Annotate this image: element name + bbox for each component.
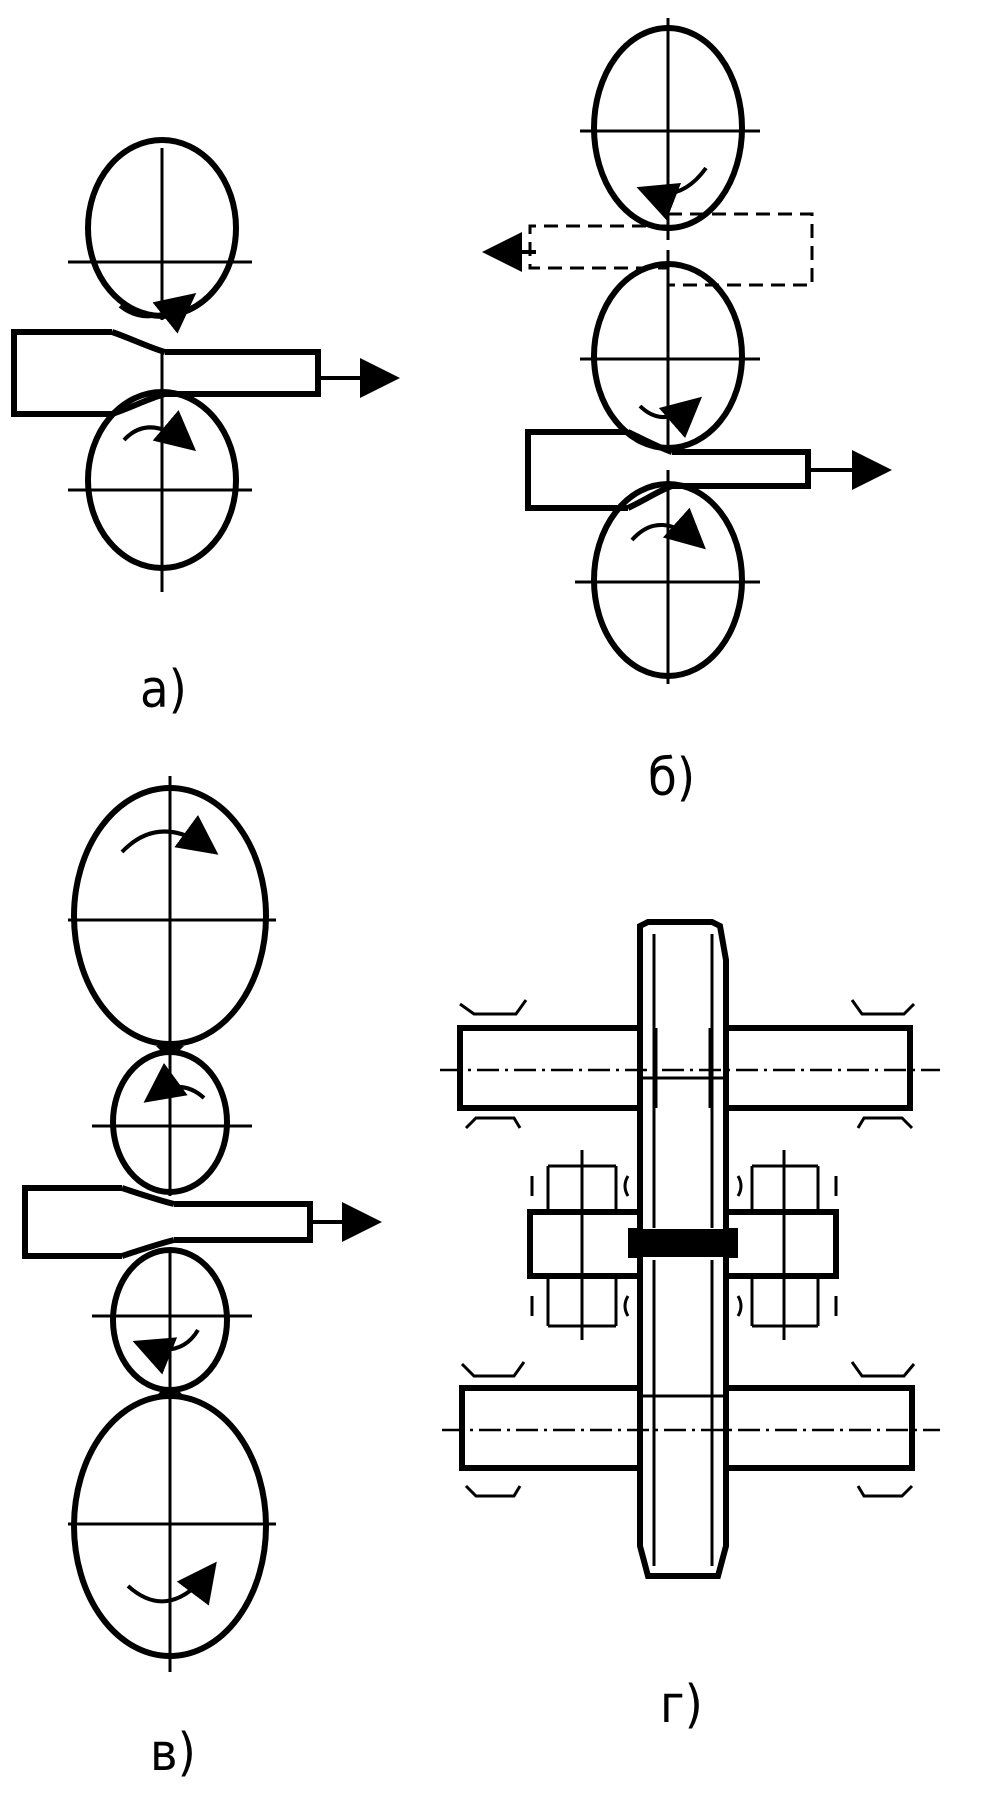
side-roll-right — [723, 1209, 839, 1279]
universal-stand-g — [440, 919, 940, 1579]
rotation-arrow-bottom — [630, 507, 706, 550]
bearing-upper-right-top — [850, 999, 916, 1016]
side-roll-left — [527, 1209, 643, 1279]
lower-shaft-right — [723, 1385, 915, 1471]
rotation-arrow-upper — [118, 293, 197, 334]
two-high-stand-a — [11, 137, 400, 592]
label-b: б) — [648, 748, 695, 808]
rotation-arrow-top — [636, 166, 708, 221]
upper-shaft-left — [457, 1025, 643, 1111]
bearing-upper-left-top — [459, 999, 528, 1016]
rotation-arrow-bottom-backup — [126, 1561, 217, 1606]
four-high-stand-v — [22, 776, 382, 1672]
label-g: г) — [660, 1675, 703, 1735]
rotation-arrow-middle — [638, 396, 703, 439]
bearing-lower-left-top — [460, 1361, 526, 1378]
bearing-lower-right-top — [850, 1361, 916, 1378]
workpiece-exit — [165, 349, 321, 397]
upper-shaft-right — [723, 1025, 913, 1111]
rotation-arrow-lower — [122, 410, 197, 452]
forward-pass-workpiece — [525, 429, 628, 511]
return-pass-workpiece — [668, 212, 814, 287]
label-v: в) — [150, 1723, 196, 1783]
label-a: а) — [140, 660, 187, 720]
rotation-arrow-top-backup — [120, 814, 219, 855]
workpiece-entry — [11, 329, 112, 417]
roll-gap — [640, 1232, 726, 1254]
rotation-arrow-bottom-work — [132, 1328, 200, 1375]
workpiece — [22, 1185, 122, 1259]
three-high-stand-b — [482, 18, 892, 684]
rotation-arrow-top-work — [143, 1062, 206, 1103]
lower-shaft-left — [459, 1385, 643, 1471]
